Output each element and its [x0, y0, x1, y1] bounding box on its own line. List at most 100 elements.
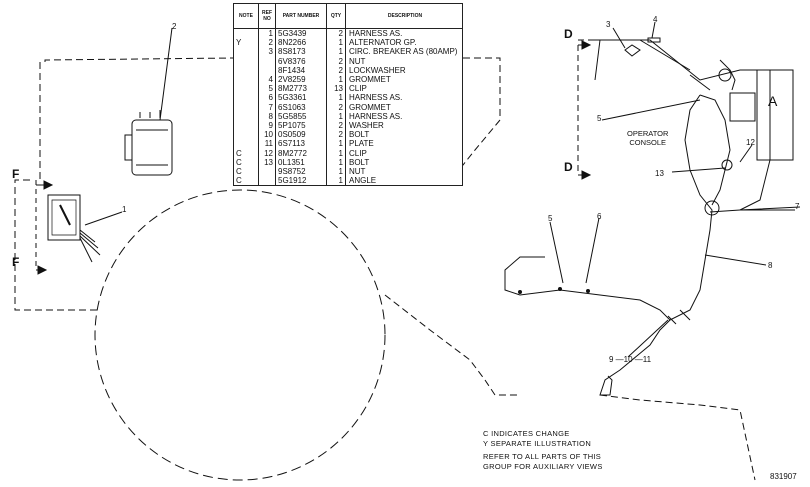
callout-5b: 5 — [548, 214, 553, 223]
cell-qty: 1 — [326, 47, 346, 57]
cell-qty: 2 — [326, 65, 346, 75]
cell-description: CLIP — [345, 148, 463, 158]
cell-qty: 1 — [326, 166, 346, 176]
cell-ref-no — [258, 65, 276, 75]
cell-note — [233, 130, 259, 140]
cell-part-number: 5G5855 — [275, 111, 327, 121]
callout-8: 8 — [768, 261, 773, 270]
cell-part-number: 0L1351 — [275, 157, 327, 167]
lower-fender-outline — [384, 294, 520, 396]
cell-description: CLIP — [345, 84, 463, 94]
cell-note: Y — [233, 38, 259, 48]
cell-part-number: 6V8376 — [275, 56, 327, 66]
cell-note: C — [233, 148, 259, 158]
cell-ref-no: 3 — [258, 47, 276, 57]
cell-description: HARNESS AS. — [345, 111, 463, 121]
cell-qty: 1 — [326, 148, 346, 158]
cell-qty: 2 — [326, 28, 346, 39]
cell-note: C — [233, 166, 259, 176]
cell-part-number: 8M2772 — [275, 148, 327, 158]
view-a-label: A — [768, 93, 778, 109]
legend-refer-1: REFER TO ALL PARTS OF THIS — [483, 452, 602, 461]
callout-12: 12 — [746, 138, 755, 147]
cell-ref-no: 7 — [258, 102, 276, 112]
cell-ref-no: 4 — [258, 74, 276, 85]
cell-ref-no: 10 — [258, 130, 276, 140]
cell-note: C — [233, 157, 259, 167]
cell-description: BOLT — [345, 130, 463, 140]
figure-number: 831907 — [770, 472, 797, 481]
cell-note — [233, 139, 259, 149]
cell-qty: 1 — [326, 74, 346, 85]
cell-description: WASHER — [345, 120, 463, 131]
cell-ref-no — [258, 166, 276, 176]
cell-note — [233, 56, 259, 66]
cell-part-number: 5G1912 — [275, 176, 327, 187]
cell-qty: 2 — [326, 102, 346, 112]
operator-console-label: OPERATOR CONSOLE — [627, 129, 669, 147]
callout-6: 6 — [597, 212, 602, 221]
cell-description: LOCKWASHER — [345, 65, 463, 75]
cell-description: CIRC. BREAKER AS (80AMP) — [345, 47, 463, 57]
cell-note — [233, 74, 259, 85]
cell-note — [233, 120, 259, 131]
header-qty: QTY — [326, 3, 346, 29]
harness-8 — [709, 209, 795, 213]
view-a-box — [756, 69, 794, 161]
callout-1: 1 — [122, 205, 127, 214]
console-outline — [590, 39, 771, 211]
cell-part-number: 5P1075 — [275, 120, 327, 131]
cell-note — [233, 102, 259, 112]
cell-part-number: 8M2773 — [275, 84, 327, 94]
cell-qty: 1 — [326, 93, 346, 103]
harness-box — [47, 194, 81, 241]
callout-13: 13 — [655, 169, 664, 178]
cell-qty: 13 — [326, 84, 346, 94]
cell-qty: 1 — [326, 176, 346, 187]
cell-qty: 2 — [326, 130, 346, 140]
alternator — [131, 119, 173, 176]
cell-note — [233, 84, 259, 94]
cell-part-number: 5G3361 — [275, 93, 327, 103]
legend-refer-2: GROUP FOR AUXILIARY VIEWS — [483, 462, 603, 471]
harness-5 — [699, 94, 731, 206]
cell-description: GROMMET — [345, 74, 463, 85]
view-f-top: F — [12, 167, 20, 181]
legend: C INDICATES CHANGE Y SEPARATE ILLUSTRATI… — [483, 429, 603, 472]
header-note: NOTE — [233, 3, 259, 29]
cell-note — [233, 47, 259, 57]
cell-note — [233, 65, 259, 75]
cell-description: HARNESS AS. — [345, 93, 463, 103]
cell-part-number: 2V8259 — [275, 74, 327, 85]
cell-description: ANGLE — [345, 176, 463, 187]
cell-description: NUT — [345, 166, 463, 176]
cell-qty: 1 — [326, 111, 346, 121]
cell-ref-no: 11 — [258, 139, 276, 149]
cell-part-number: 8F1434 — [275, 65, 327, 75]
cell-note — [233, 111, 259, 121]
header-ref-no: REF NO — [258, 3, 276, 29]
parts-table: NOTE REF NO PART NUMBER QTY DESCRIPTION … — [233, 3, 463, 187]
wheel-circle — [94, 189, 386, 481]
cell-note: C — [233, 176, 259, 187]
cell-ref-no: 2 — [258, 38, 276, 48]
header-part-number: PART NUMBER — [275, 3, 327, 29]
cell-note — [233, 93, 259, 103]
cell-ref-no: 8 — [258, 111, 276, 121]
cell-ref-no: 13 — [258, 157, 276, 167]
machine-outline — [44, 57, 234, 62]
callout-5: 5 — [597, 114, 602, 123]
cell-qty: 2 — [326, 120, 346, 131]
view-f-bottom: F — [12, 255, 20, 269]
cell-qty: 1 — [326, 157, 346, 167]
figure-dots — [518, 287, 590, 294]
